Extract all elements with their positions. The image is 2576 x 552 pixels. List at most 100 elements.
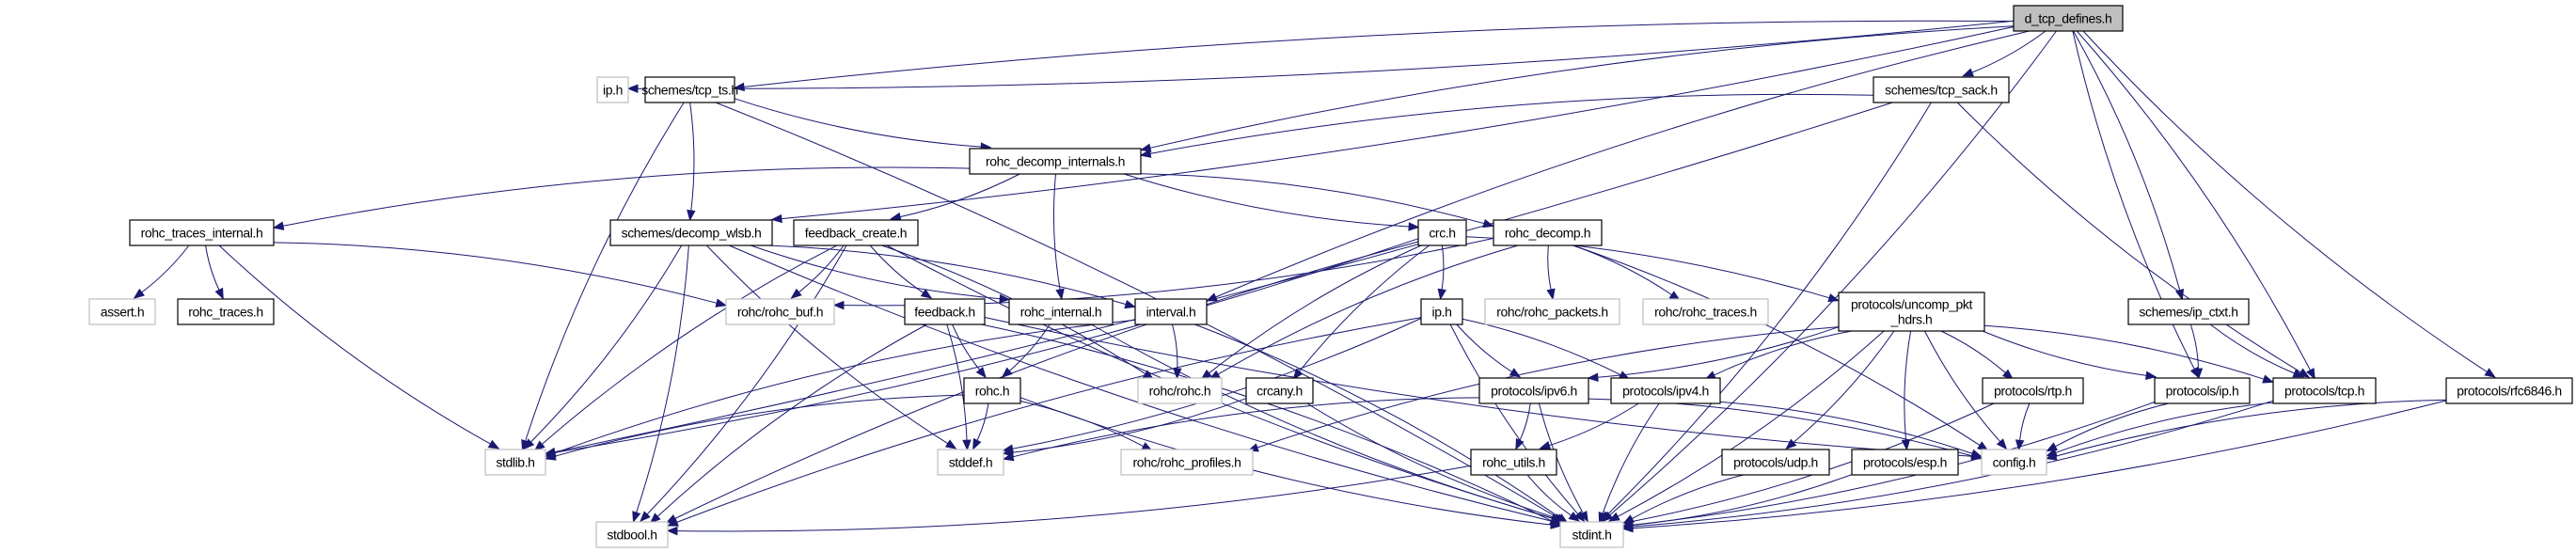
edge-decomp_internals-to-rohc_internal bbox=[1052, 173, 1065, 301]
node-box[interactable] bbox=[1721, 449, 1830, 476]
node-box[interactable] bbox=[1493, 219, 1603, 246]
node-esp[interactable]: protocols/esp.h bbox=[1851, 449, 1959, 476]
node-box[interactable] bbox=[2272, 377, 2377, 404]
node-interval[interactable]: interval.h bbox=[1134, 298, 1208, 325]
node-box[interactable] bbox=[1470, 449, 1557, 476]
edge-rohc_h-to-stddef bbox=[972, 402, 989, 450]
node-rohc-decomp[interactable]: rohc_decomp.h bbox=[1493, 219, 1603, 246]
node-box[interactable] bbox=[1838, 292, 1985, 332]
edge-line bbox=[205, 244, 220, 291]
node-rohc-h[interactable]: rohc.h bbox=[963, 377, 1021, 404]
edge-decomp_internals-to-crc bbox=[1123, 173, 1420, 231]
node-proto-tcp[interactable]: protocols/tcp.h bbox=[2272, 377, 2377, 404]
edge-line bbox=[1526, 474, 1572, 516]
node-label: _hdrs.h bbox=[1890, 312, 1933, 327]
node-box[interactable] bbox=[129, 219, 275, 246]
node-rtp[interactable]: protocols/rtp.h bbox=[1982, 377, 2084, 404]
node-tcp-ts[interactable]: schemes/tcp_ts.h bbox=[641, 76, 738, 103]
node-root[interactable]: d_tcp_defines.h bbox=[2013, 5, 2124, 32]
edge-decomp_internals-to-traces_internal bbox=[272, 166, 971, 230]
node-box[interactable] bbox=[1245, 377, 1314, 404]
node-box bbox=[1484, 298, 1620, 325]
node-box[interactable] bbox=[2013, 5, 2124, 32]
node-decomp-internals[interactable]: rohc_decomp_internals.h bbox=[969, 148, 1142, 175]
node-ipv4[interactable]: protocols/ipv4.h bbox=[1610, 377, 1721, 404]
node-uncomp-pkt-hdrs[interactable]: protocols/uncomp_pkt_hdrs.h bbox=[1838, 292, 1985, 332]
node-box[interactable] bbox=[1478, 377, 1589, 404]
node-proto-ip[interactable]: protocols/ip.h bbox=[2154, 377, 2251, 404]
arrowhead-icon bbox=[687, 209, 696, 222]
edge-line bbox=[1971, 30, 2047, 73]
edge-line bbox=[751, 244, 1001, 300]
edge-line bbox=[706, 244, 949, 445]
edge-ip_ctxt-to-proto_ip bbox=[2189, 323, 2204, 380]
node-box[interactable] bbox=[2445, 377, 2573, 404]
arrowhead-icon bbox=[272, 221, 285, 230]
edge-line bbox=[637, 20, 2015, 89]
edge-crc-to-crcany bbox=[1292, 244, 1430, 380]
arrowhead-icon bbox=[920, 289, 933, 299]
node-box[interactable] bbox=[793, 219, 919, 246]
node-box bbox=[596, 76, 629, 103]
arrowhead-icon bbox=[2046, 442, 2058, 452]
edge-ipv6-to-rohc_utils bbox=[1515, 402, 1531, 450]
node-udp[interactable]: protocols/udp.h bbox=[1721, 449, 1830, 476]
node-box[interactable] bbox=[2154, 377, 2251, 404]
node-crcany[interactable]: crcany.h bbox=[1245, 377, 1314, 404]
node-label: schemes/tcp_sack.h bbox=[1885, 83, 1998, 98]
edge-uncomp_pkt_hdrs-to-config bbox=[1924, 330, 2008, 450]
node-label: rohc/rohc_profiles.h bbox=[1133, 455, 1241, 470]
node-label: stdint.h bbox=[1572, 528, 1612, 543]
arrowhead-icon bbox=[1539, 441, 1552, 450]
node-rohc-utils[interactable]: rohc_utils.h bbox=[1470, 449, 1557, 476]
arrowhead-icon bbox=[1139, 143, 1152, 152]
node-feedback[interactable]: feedback.h bbox=[904, 298, 986, 325]
edge-root-to-rfc6846 bbox=[2082, 30, 2496, 378]
node-stdint: stdint.h bbox=[1559, 521, 1624, 548]
node-rohc-traces[interactable]: rohc_traces.h bbox=[177, 298, 275, 325]
node-box[interactable] bbox=[1008, 298, 1114, 325]
node-tcp-sack[interactable]: schemes/tcp_sack.h bbox=[1873, 76, 2010, 103]
edge-uncomp_pkt_hdrs-to-proto_tcp bbox=[1983, 324, 2274, 384]
node-rohc-internal[interactable]: rohc_internal.h bbox=[1008, 298, 1114, 325]
edge-line bbox=[1549, 402, 1639, 447]
node-box[interactable] bbox=[1420, 298, 1463, 325]
node-box[interactable] bbox=[1873, 76, 2010, 103]
node-label: rohc_utils.h bbox=[1482, 455, 1545, 470]
node-ip-ctxt[interactable]: schemes/ip_ctxt.h bbox=[2127, 298, 2250, 325]
node-feedback-create[interactable]: feedback_create.h bbox=[793, 219, 919, 246]
node-label: stdbool.h bbox=[607, 528, 656, 543]
node-ip-h[interactable]: ip.h bbox=[1420, 298, 1463, 325]
node-box[interactable] bbox=[177, 298, 275, 325]
node-crc[interactable]: crc.h bbox=[1417, 219, 1467, 246]
node-box[interactable] bbox=[1417, 219, 1467, 246]
node-box[interactable] bbox=[1610, 377, 1721, 404]
node-box[interactable] bbox=[644, 76, 735, 103]
node-box bbox=[1559, 521, 1624, 548]
edge-decomp_wlsb-to-rohc_internal bbox=[751, 244, 1011, 304]
edge-rohc_decomp-to-config bbox=[1572, 244, 1989, 451]
edge-proto_ip-to-config bbox=[2046, 402, 2170, 452]
node-box[interactable] bbox=[1851, 449, 1959, 476]
edge-traces_internal-to-rohc_traces bbox=[205, 244, 224, 300]
node-box bbox=[484, 449, 546, 476]
node-decomp-wlsb[interactable]: schemes/decomp_wlsb.h bbox=[609, 219, 773, 246]
arrowhead-icon bbox=[1001, 367, 1013, 378]
node-box[interactable] bbox=[1982, 377, 2084, 404]
node-rfc6846[interactable]: protocols/rfc6846.h bbox=[2445, 377, 2573, 404]
node-box[interactable] bbox=[969, 148, 1142, 175]
node-rohc-traces-ext: rohc/rohc_traces.h bbox=[1642, 298, 1769, 325]
arrowhead-icon bbox=[972, 437, 982, 450]
node-box[interactable] bbox=[963, 377, 1021, 404]
node-box[interactable] bbox=[609, 219, 773, 246]
arrowhead-icon bbox=[975, 367, 987, 379]
edge-tcp_sack-to-proto_tcp bbox=[1956, 102, 2311, 378]
node-box[interactable] bbox=[2127, 298, 2250, 325]
node-box[interactable] bbox=[904, 298, 986, 325]
edge-rtp-to-config bbox=[2015, 402, 2031, 451]
edge-line bbox=[554, 238, 1419, 453]
node-box[interactable] bbox=[1134, 298, 1208, 325]
edge-line bbox=[1632, 400, 2447, 529]
node-traces-internal[interactable]: rohc_traces_internal.h bbox=[129, 219, 275, 246]
node-ipv6[interactable]: protocols/ipv6.h bbox=[1478, 377, 1589, 404]
